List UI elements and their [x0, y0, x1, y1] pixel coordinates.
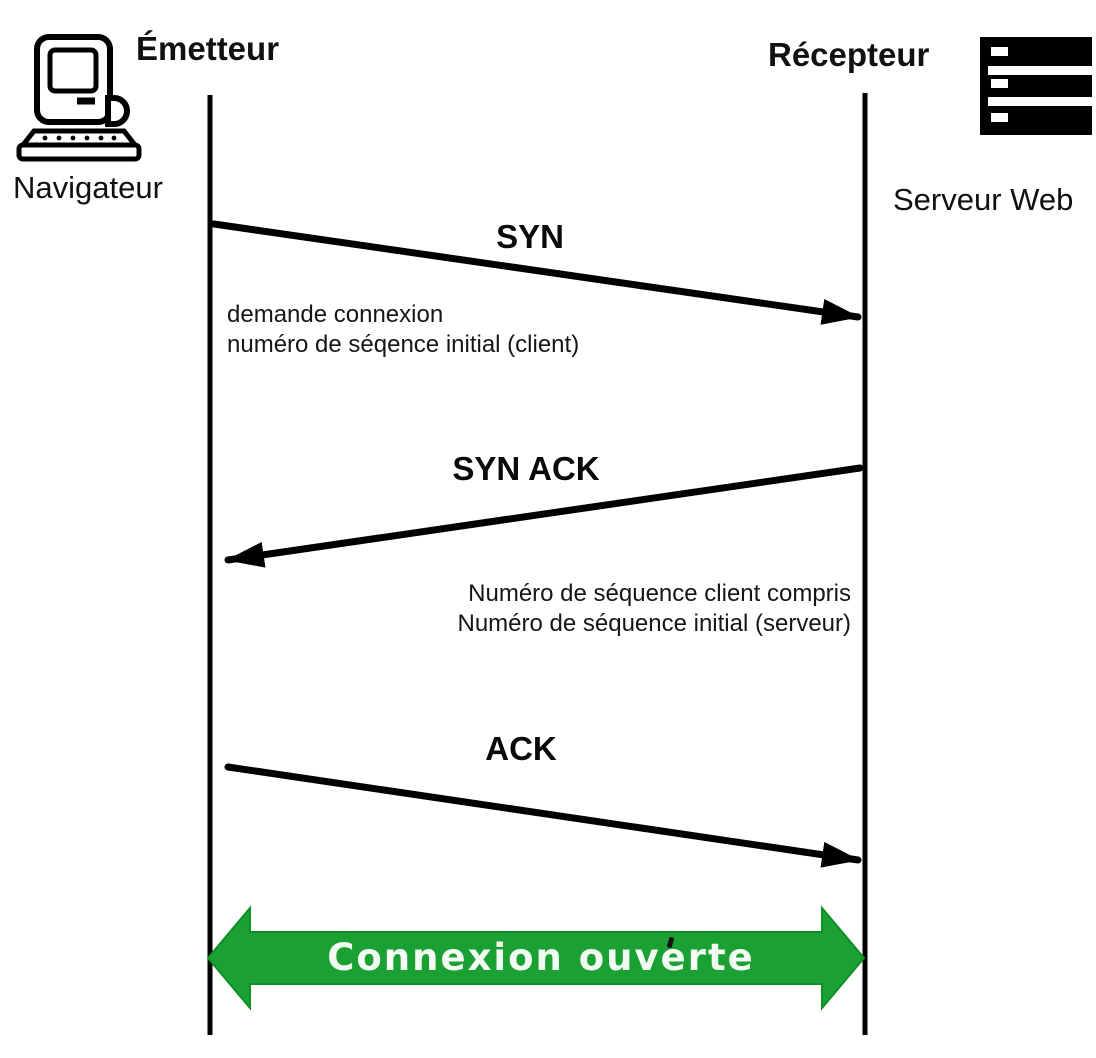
ack-label: ACK: [485, 730, 557, 767]
syn-note-line-2: numéro de séqence initial (client): [227, 331, 580, 358]
syn-note: demande connexion numéro de séqence init…: [227, 300, 579, 360]
ack-arrow: [224, 763, 862, 868]
syn-ack-label: SYN ACK: [452, 450, 600, 487]
receiver-role-label: Récepteur: [768, 36, 930, 73]
syn-ack-note-line-1: Numéro de séquence client compris: [468, 580, 851, 607]
sender-device-label: Navigateur: [13, 170, 163, 205]
syn-arrow: [210, 220, 862, 325]
syn-ack-arrow: [224, 464, 864, 568]
syn-label: SYN: [496, 218, 564, 255]
sender-role-label: Émetteur: [136, 30, 280, 67]
connection-open-label: Connexion ouverte: [327, 936, 755, 979]
syn-ack-note-line-2: Numéro de séquence initial (serveur): [457, 610, 851, 637]
syn-ack-note: Numéro de séquence client compris Numéro…: [350, 579, 851, 639]
server-stack-icon: [980, 37, 1092, 135]
receiver-device-label: Serveur Web: [893, 182, 1074, 217]
mac-computer-icon: [16, 34, 142, 162]
syn-note-line-1: demande connexion: [227, 301, 444, 328]
connection-open-arrow: [206, 905, 866, 1011]
